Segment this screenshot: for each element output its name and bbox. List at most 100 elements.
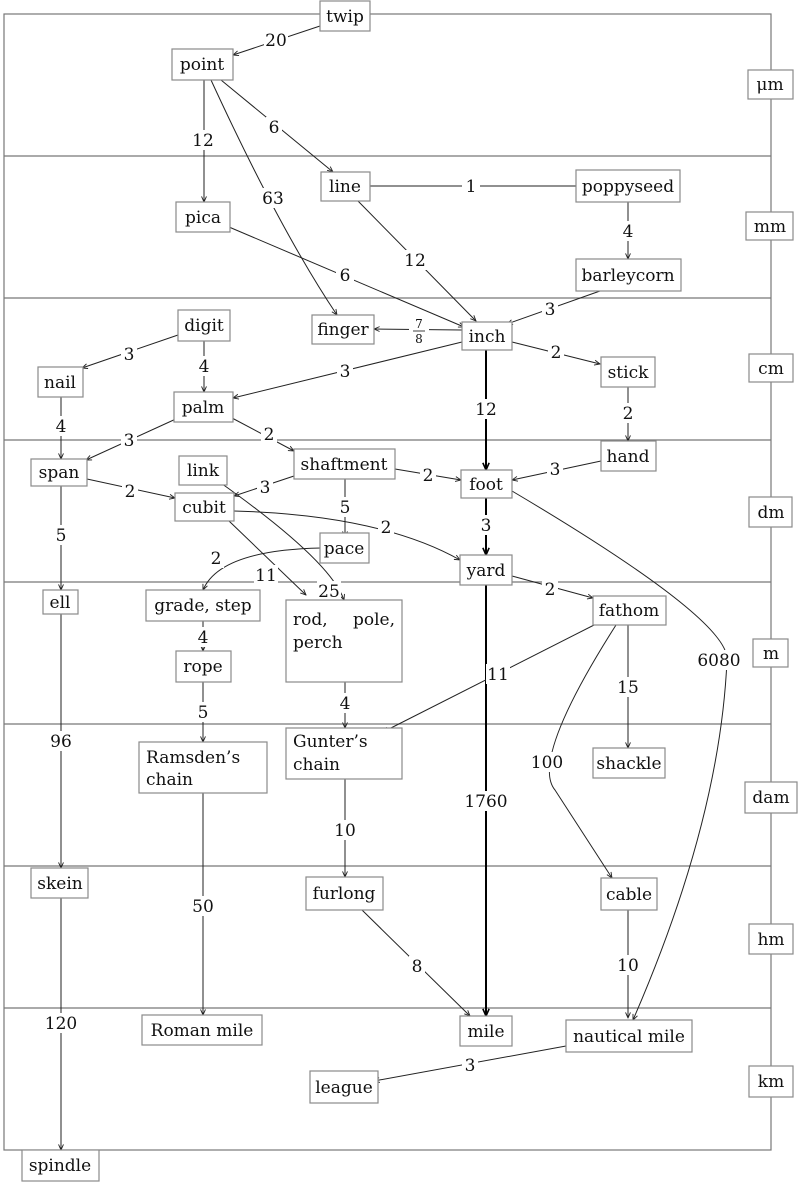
factor-inch-palm: 3 [340,362,351,382]
factor-ell-skein: 96 [50,732,72,752]
factor-inch-finger-numerator: 7 [415,317,423,331]
scale-label-dm: dm [748,496,793,528]
unit-node-twip: twip [319,0,371,32]
svg-text:perch: perch [293,633,343,653]
unit-node-palm: palm [173,391,234,423]
svg-text:nautical mile: nautical mile [573,1027,685,1047]
factor-rope-ramsden: 5 [198,703,209,723]
unit-node-hand: hand [600,440,657,472]
svg-text:line: line [329,177,361,197]
unit-node-shaftment: shaftment [293,448,396,480]
svg-text:μm: μm [756,75,783,95]
svg-text:dm: dm [757,503,784,523]
factor-rod-gunter: 4 [340,694,351,714]
scale-label-km: km [748,1065,794,1098]
svg-text:cable: cable [606,885,652,905]
unit-node-inch: inch [461,321,513,351]
edge-pace-grade [203,547,322,590]
svg-text:dam: dam [752,788,789,808]
svg-text:Gunter’s: Gunter’s [293,732,368,752]
unit-node-finger: finger [311,314,375,345]
scale-bands [3,13,772,1151]
factor-link-rod: 25 [318,582,340,602]
factor-pica-inch: 6 [340,266,351,286]
factor-ramsden-roman: 50 [192,897,214,917]
unit-node-roman-mile: Roman mile [141,1014,263,1046]
svg-text:ell: ell [50,593,71,613]
scale-label-hm: hm [748,923,794,955]
factor-palm-shaftment: 2 [264,425,275,445]
factor-twip-point: 20 [265,31,287,51]
svg-text:pica: pica [185,208,221,228]
factor-cable-nautical: 10 [617,956,639,976]
svg-text:km: km [758,1072,784,1092]
edge-cubit-yard [233,510,460,560]
factor-fathom-cable: 100 [531,753,563,773]
factor-inch-stick: 2 [551,343,562,363]
svg-text:shaftment: shaftment [301,455,388,475]
unit-node-rod-pole-perch: rod, pole, perch [285,599,403,683]
scale-label-cm: cm [748,353,794,383]
scale-label-m: m [752,638,789,668]
factor-foot-nautical: 6080 [697,651,740,671]
svg-text:poppyseed: poppyseed [582,177,674,197]
svg-text:rope: rope [183,657,222,677]
scale-label-dam: dam [744,781,798,814]
edge-point-finger [210,79,337,315]
factor-cubit-rod: 11 [255,566,277,586]
factor-foot-yard: 3 [481,516,492,536]
svg-text:palm: palm [182,398,225,418]
factor-line-poppyseed: 1 [466,177,477,197]
unit-node-point: point [171,48,234,81]
svg-text:cubit: cubit [182,498,226,518]
unit-node-foot: foot [460,469,513,499]
factor-span-cubit: 2 [125,482,136,502]
factor-point-finger: 63 [262,189,284,209]
svg-text:hand: hand [607,447,650,467]
unit-node-span: span [30,458,88,487]
factor-digit-palm: 4 [199,357,210,377]
unit-node-poppyseed: poppyseed [575,169,681,203]
unit-node-spindle: spindle [21,1149,100,1182]
factor-yard-mile: 1760 [464,792,507,812]
factor-palm-span: 3 [124,431,135,451]
factor-digit-nail: 3 [124,345,135,365]
svg-text:mm: mm [754,217,786,237]
svg-text:league: league [315,1078,373,1098]
svg-text:barleycorn: barleycorn [581,266,674,286]
svg-text:hm: hm [757,930,784,950]
unit-node-ell: ell [42,589,79,615]
factor-gunter-furlong: 10 [334,821,356,841]
svg-text:shackle: shackle [596,754,661,774]
factor-inch-foot: 12 [475,400,497,420]
edge-cubit-rod [228,520,306,595]
unit-node-digit: digit [177,309,231,342]
factor-cubit-yard: 2 [381,518,392,538]
svg-text:yard: yard [466,561,506,581]
unit-node-barleycorn: barleycorn [575,258,682,292]
factor-yard-fathom: 2 [545,580,556,600]
svg-text:inch: inch [469,327,506,347]
svg-text:chain: chain [146,770,193,790]
svg-text:pace: pace [324,539,365,559]
unit-nodes: twip point line poppyseed pica barleycor… [21,0,693,1182]
scale-label-um: μm [747,69,794,100]
factor-furlong-mile: 8 [412,957,423,977]
unit-node-pica: pica [175,201,231,233]
svg-text:point: point [180,55,225,75]
svg-text:twip: twip [326,7,364,27]
svg-text:pole,: pole, [353,610,395,630]
svg-text:skein: skein [37,874,83,894]
factor-span-ell: 5 [56,526,67,546]
factor-point-pica: 12 [192,131,214,151]
unit-node-nautical-mile: nautical mile [565,1019,693,1053]
svg-text:stick: stick [608,363,650,383]
factor-line-inch: 12 [404,251,426,271]
svg-text:mile: mile [467,1022,504,1042]
svg-text:link: link [187,461,220,481]
svg-text:nail: nail [44,373,76,393]
svg-text:Roman mile: Roman mile [151,1021,254,1041]
unit-node-cable: cable [600,877,658,911]
svg-text:Ramsden’s: Ramsden’s [146,748,240,768]
unit-node-gunter-chain: Gunter’s chain [285,727,403,780]
